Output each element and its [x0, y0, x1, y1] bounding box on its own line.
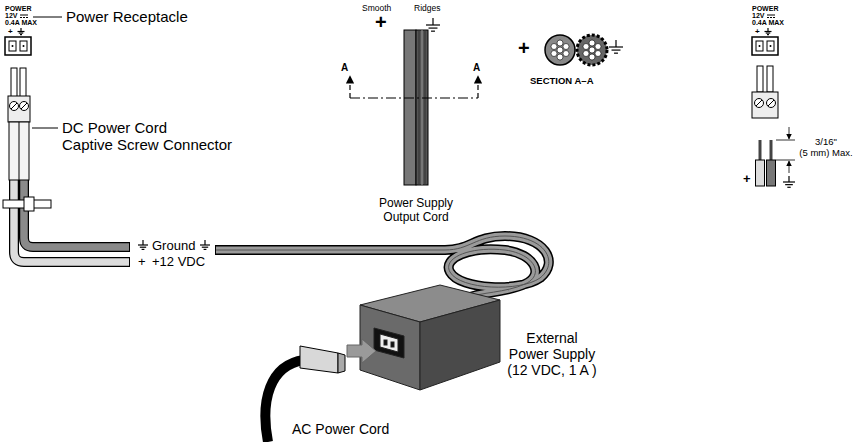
ground-symbols: [18, 18, 796, 249]
stripped-wires: [756, 140, 776, 186]
part-name: Power Supply Output Cord: [379, 197, 453, 225]
dc-power-cord: [14, 180, 130, 262]
section-mark: A: [473, 62, 480, 74]
polarity-mark: +: [138, 255, 146, 270]
panel-label: 0.4A MAX: [5, 19, 37, 27]
part-name: AC Power Cord: [292, 421, 389, 437]
panel-label: 12V: [5, 12, 17, 20]
polarity-mark: +: [755, 27, 760, 36]
polarity-mark: +: [743, 172, 751, 187]
output-cord: [404, 30, 428, 185]
section-mark: A: [341, 62, 348, 74]
wire-label: +12 VDC: [152, 255, 205, 270]
part-name: Power Receptacle: [66, 8, 188, 25]
part-name: External Power Supply (12 VDC, 1 A ): [507, 330, 597, 378]
panel-label: 12V: [752, 12, 764, 20]
screw-connector: [752, 66, 778, 118]
wire-label: Ground: [152, 239, 195, 254]
section-line: [350, 76, 478, 98]
polarity-mark: +: [8, 27, 13, 36]
ground-symbol: [426, 18, 440, 31]
leader-line: [32, 128, 58, 129]
ground-symbol: [18, 28, 25, 35]
part-name: DC Power Cord Captive Screw Connector: [62, 119, 232, 154]
ground-symbol: [200, 240, 210, 249]
cord-section: [545, 35, 607, 65]
captive-screw-connector: [3, 68, 51, 211]
panel-label: POWER: [5, 5, 31, 13]
section-title: SECTION A–A: [530, 76, 594, 87]
polarity-mark: +: [375, 11, 387, 34]
external-power-supply: [360, 285, 500, 390]
panel-label: POWER: [752, 5, 778, 13]
wire-label: Ridges: [414, 4, 440, 14]
dimension-marks: [776, 127, 795, 173]
ground-symbol: [765, 28, 772, 35]
ground-symbol: [783, 176, 795, 187]
dimension-label: 3/16" (5 mm) Max.: [799, 137, 852, 159]
ground-symbol: [138, 240, 148, 249]
ground-symbol: [609, 40, 623, 53]
supply-cord: [215, 236, 549, 298]
leader-line: [33, 17, 62, 18]
polarity-mark: +: [518, 37, 530, 60]
panel-label: 0.4A MAX: [752, 19, 784, 27]
